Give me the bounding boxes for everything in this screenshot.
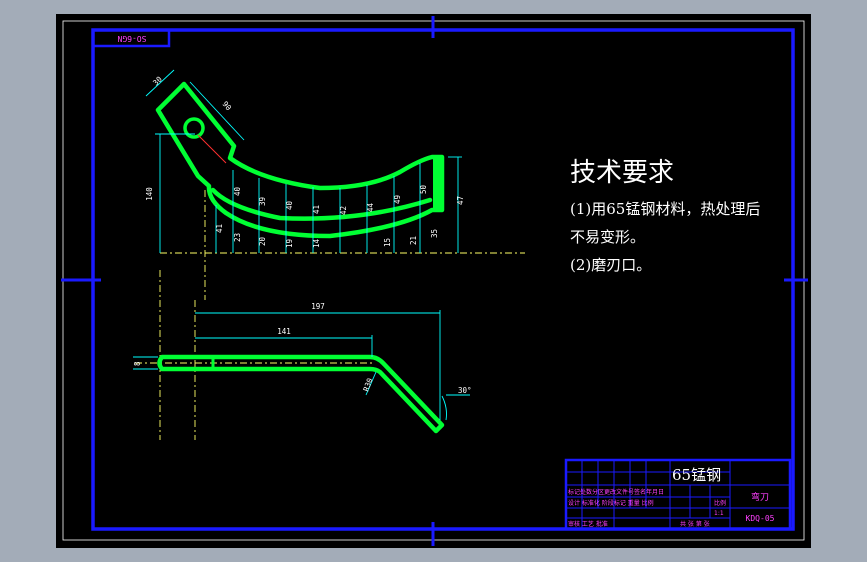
part-name: 弯刀 bbox=[751, 491, 769, 503]
dim-lower-4: 19 bbox=[285, 239, 294, 248]
dim-lower-7: 21 bbox=[409, 236, 418, 245]
dim-upper-5: 42 bbox=[339, 206, 348, 215]
slant-dim-30-line bbox=[145, 69, 175, 97]
dim-lower-1: 41 bbox=[215, 224, 224, 233]
title-block-grid bbox=[566, 460, 790, 529]
tag-box bbox=[91, 28, 171, 48]
dim-upper-7: 49 bbox=[393, 195, 402, 204]
sheet-label: 比例 bbox=[714, 499, 726, 507]
dim-141: 141 bbox=[277, 327, 291, 336]
side-view: 197 141 8 R30 30° bbox=[133, 270, 472, 440]
blade-inner-edge bbox=[210, 187, 433, 221]
dim-upper-1: 40 bbox=[233, 186, 242, 196]
tech-title: 技术要求 bbox=[570, 158, 674, 188]
req-2: (2)磨刃口。 bbox=[570, 256, 651, 274]
dim-upper-3: 40 bbox=[285, 200, 294, 210]
side-profile bbox=[157, 354, 445, 434]
tb-row-4: 共 张 第 张 bbox=[680, 520, 710, 528]
dim-thk: 8 bbox=[133, 361, 142, 366]
tb-row-3: 审核 工艺 批准 bbox=[568, 520, 608, 528]
dim-upper-8: 50 bbox=[419, 184, 428, 194]
top-view: 140 30 90 40 39 40 41 42 44 49 50 47 41 … bbox=[145, 69, 525, 300]
dim-lower-2: 23 bbox=[233, 233, 242, 242]
dim-140: 140 bbox=[145, 187, 154, 201]
slant-dim-90-line bbox=[189, 81, 245, 141]
dim-lower-5: 14 bbox=[312, 238, 321, 248]
dim-upper-6: 44 bbox=[366, 202, 375, 212]
dim-upper-4: 41 bbox=[312, 205, 321, 214]
dim-197: 197 bbox=[311, 302, 325, 311]
blade-end-plate bbox=[433, 157, 443, 210]
dim-lower-6: 15 bbox=[383, 238, 392, 247]
r30-leader bbox=[365, 371, 377, 396]
req-1-line-1: (1)用65锰钢材料，热处理后 bbox=[570, 200, 760, 218]
dim-upper-9: 47 bbox=[456, 196, 465, 205]
tag-text: SO-6GN bbox=[117, 34, 146, 43]
drawing-no: KDQ-05 bbox=[746, 514, 775, 523]
material-text: 65锰钢 bbox=[672, 466, 721, 484]
dim-angle: 30° bbox=[458, 386, 472, 395]
tech-requirements: 技术要求 (1)用65锰钢材料，热处理后 不易变形。 (2)磨刃口。 bbox=[570, 158, 760, 274]
angle-arc bbox=[441, 395, 447, 421]
upper-dim-lines bbox=[215, 156, 462, 253]
tb-row-2: 设计 标准化 阶段标记 重量 比例 bbox=[568, 499, 654, 507]
dim-lower-8: 35 bbox=[430, 229, 439, 238]
req-1-line-2: 不易变形。 bbox=[570, 228, 645, 246]
mounting-hole bbox=[183, 117, 205, 139]
title-block: 65锰钢 弯刀 KDQ-05 标记处数分区更改文件号签名年月日 设计 标准化 阶… bbox=[564, 458, 792, 531]
title-block-frame bbox=[564, 458, 792, 531]
dim-upper-2: 39 bbox=[258, 197, 267, 206]
tb-row-1: 标记处数分区更改文件号签名年月日 bbox=[568, 488, 664, 496]
dim-lower-3: 20 bbox=[258, 236, 267, 246]
scale-text: 1:1 bbox=[714, 510, 724, 517]
hole-leader bbox=[197, 134, 227, 164]
